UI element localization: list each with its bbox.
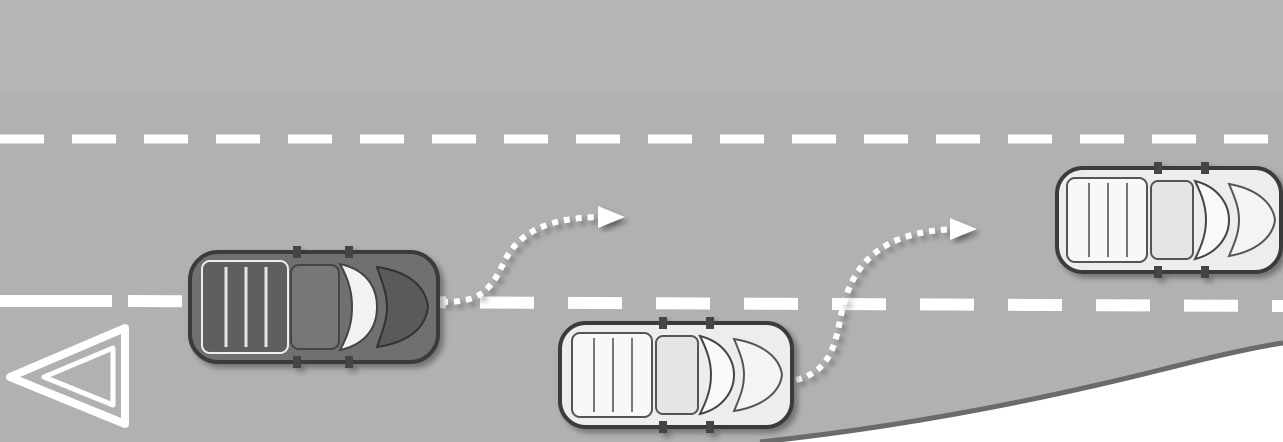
upper-road-band <box>0 0 1283 92</box>
dark-pickup-truck <box>188 246 440 368</box>
road-edge-line <box>759 340 1283 442</box>
road-shoulder <box>760 343 1283 442</box>
light-pickup-truck-middle <box>558 317 794 433</box>
yield-triangle-icon <box>6 324 129 428</box>
dark-pickup-path-arrowhead <box>598 206 625 228</box>
light-pickup-truck-ahead <box>1055 162 1283 278</box>
light-pickup-merge-path <box>795 225 964 383</box>
light-pickup-path-arrowhead <box>950 218 977 240</box>
